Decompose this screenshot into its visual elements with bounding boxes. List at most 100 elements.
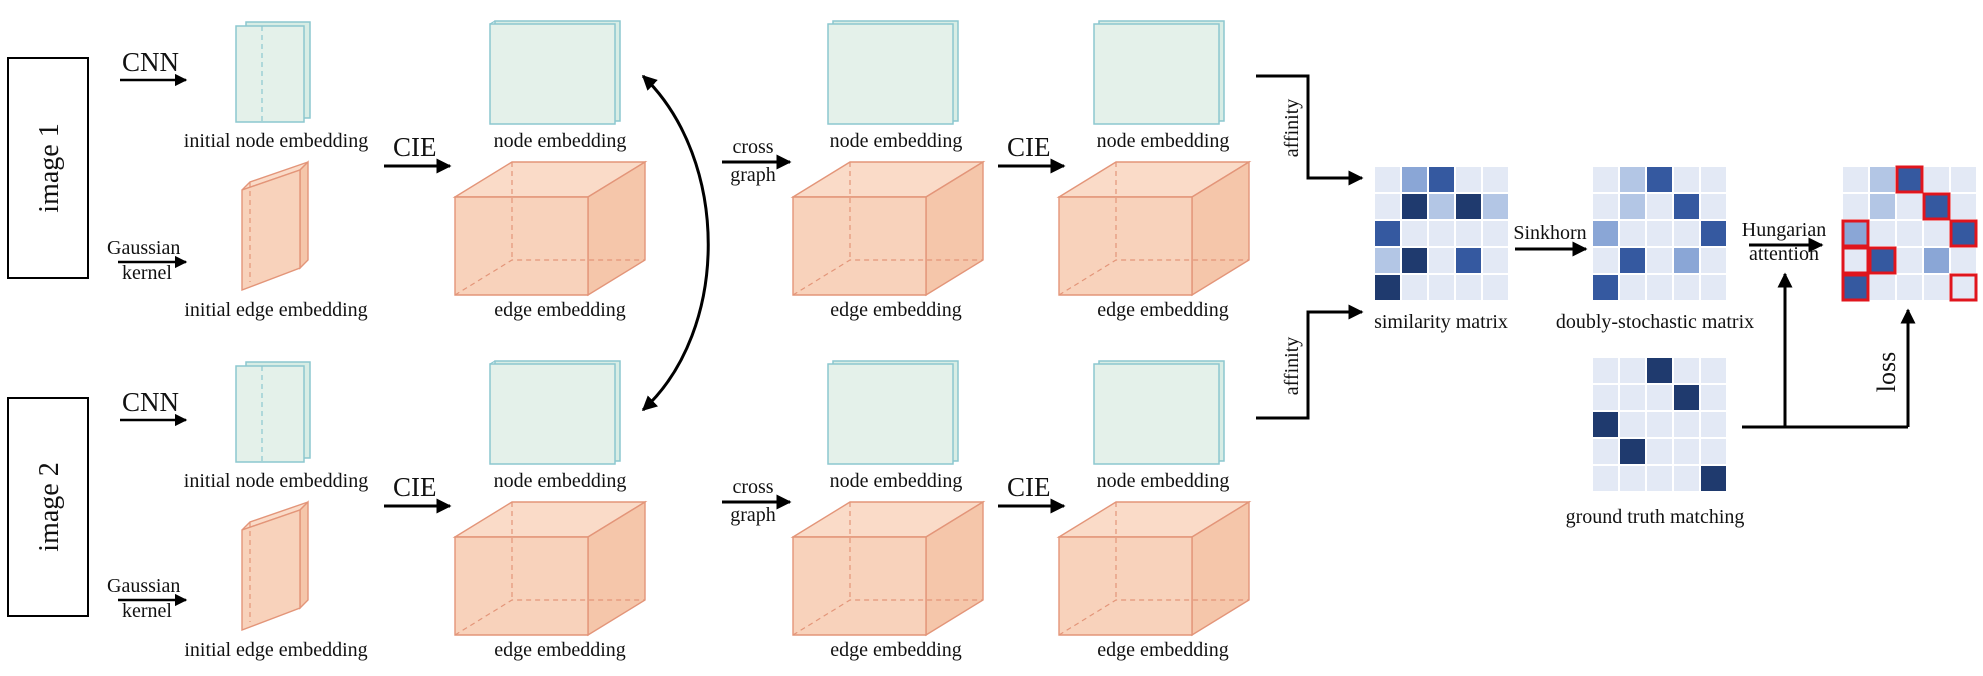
edge-embedding-label-top-1: edge embedding [494,299,626,321]
matrix-cell [1373,219,1402,248]
cross-graph-label-bottom-1: cross [732,476,773,498]
matrix-cell [1591,437,1620,466]
initial-edge-embedding-bottom: initial edge embedding [184,500,368,661]
matrix-cell [1373,192,1402,221]
matrix-cell [1699,219,1728,248]
affinity-label-top: affinity [1281,99,1303,158]
cross-graph-curved-arrow [641,74,710,412]
matrix-cell [1645,410,1674,439]
cie-label-bottom-2: CIE [1007,472,1051,502]
doubly-stochastic-matrix-label: doubly-stochastic matrix [1556,311,1754,333]
node-embedding-bottom-1: node embedding [489,360,627,492]
initial-edge-embedding-label-top: initial edge embedding [184,299,367,321]
matrix-cell [1949,246,1978,275]
matrix-cell [1699,246,1728,275]
matrix-cell [1618,410,1647,439]
image1-label: image 1 [34,123,65,212]
matrix-cell [1699,273,1728,302]
matrix-cell [1645,273,1674,302]
matrix-cell [1672,383,1701,412]
matrix-cell [1481,165,1510,194]
node-embedding-top-3: node embedding [1093,20,1230,152]
node-embedding-label-top-1: node embedding [494,130,627,152]
matrix-cell [1868,246,1897,275]
cross-graph-label-top-2: graph [730,164,776,186]
matrix-cell [1454,246,1483,275]
node-embedding-label-bottom-3: node embedding [1097,470,1230,492]
matrix-cell [1400,246,1429,275]
cie-label-bottom-1: CIE [393,472,437,502]
matrix-cell [1672,192,1701,221]
matrix-cell [1699,410,1728,439]
hungarian-attention-arrow: Hungarian attention [1742,219,1826,265]
matrix-cell [1618,165,1647,194]
node-embedding-label-top-3: node embedding [1097,130,1230,152]
matrix-highlight [1949,273,1978,302]
matrix-cell [1618,356,1647,385]
matrix-cell [1699,356,1728,385]
loss-label: loss [1872,352,1901,392]
ground-truth-matrix [1591,356,1728,493]
matrix-cell [1591,464,1620,493]
matrix-cell [1591,246,1620,275]
matrix-cell [1400,165,1429,194]
matrix-cell [1591,165,1620,194]
matrix-cell [1699,383,1728,412]
matrix-cell [1922,219,1951,248]
initial-edge-embedding-top: initial edge embedding [184,160,368,321]
matrix-cell [1841,165,1870,194]
hungarian-label-2: attention [1749,243,1819,265]
matrix-cell [1481,219,1510,248]
hungarian-matrix [1841,165,1978,302]
matrix-cell [1922,192,1951,221]
matrix-cell [1895,219,1924,248]
matrix-cell [1672,437,1701,466]
matrix-cell [1618,219,1647,248]
edge-embedding-bottom-2: edge embedding [790,500,986,661]
matrix-cell [1949,219,1978,248]
doubly-stochastic-matrix [1591,165,1728,302]
image2-box: image 2 [7,397,89,617]
matrix-cell [1841,192,1870,221]
matrix-cell [1427,165,1456,194]
edge-embedding-top-2: edge embedding [790,160,986,321]
edge-embedding-label-bottom-3: edge embedding [1097,639,1229,661]
node-embedding-bottom-3: node embedding [1093,360,1230,492]
matrix-highlight [1841,219,1870,248]
cie-arrow-top-1: CIE [384,132,452,174]
matrix-cell [1672,273,1701,302]
matrix-cell [1672,219,1701,248]
gaussian-label-bottom-1: Gaussian [107,575,180,597]
loss-connector: loss [1742,272,1916,429]
matrix-cell [1481,192,1510,221]
matrix-cell [1591,356,1620,385]
cnn-label-top: CNN [122,47,179,77]
matrix-cell [1672,165,1701,194]
matrix-cell [1645,383,1674,412]
edge-embedding-label-top-3: edge embedding [1097,299,1229,321]
matrix-cell [1645,246,1674,275]
node-embedding-label-bottom-1: node embedding [494,470,627,492]
matrix-cell [1618,273,1647,302]
matrix-cell [1618,437,1647,466]
gaussian-arrow-top: Gaussian kernel [107,237,188,284]
cross-graph-label-top-1: cross [732,136,773,158]
node-embedding-top-2: node embedding [827,20,962,152]
matrix-cell [1949,273,1978,302]
node-embedding-top-1: node embedding [489,20,627,152]
cross-graph-arrow-top: cross graph [722,136,792,186]
matrix-cell [1699,464,1728,493]
image2-label: image 2 [34,462,65,551]
ground-truth-matching-label: ground truth matching [1566,506,1745,528]
matrix-cell [1868,192,1897,221]
cnn-arrow-top: CNN [120,47,188,87]
affinity-connector-bottom: affinity [1256,304,1364,420]
matrix-cell [1868,219,1897,248]
edge-embedding-label-bottom-1: edge embedding [494,639,626,661]
cie-arrow-top-2: CIE [998,132,1066,174]
matrix-cell [1373,246,1402,275]
edge-embedding-top-3: edge embedding [1056,160,1252,321]
matrix-cell [1427,192,1456,221]
matrix-cell [1454,219,1483,248]
cross-graph-arrow-bottom: cross graph [722,476,792,526]
